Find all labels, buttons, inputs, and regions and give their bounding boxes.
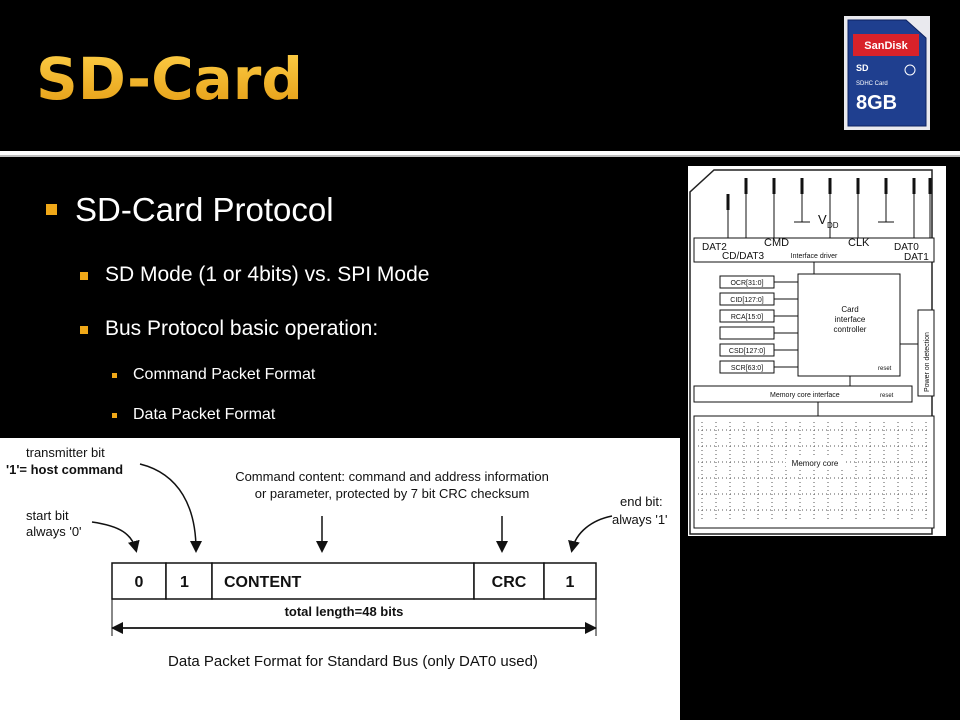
bullet-marker <box>80 326 88 334</box>
interface-driver-label: Interface driver <box>791 253 838 260</box>
packet-caption: Data Packet Format for Standard Bus (onl… <box>168 653 538 670</box>
transmitter-bit-label: transmitter bit <box>26 445 105 460</box>
end-bit-label: end bit: <box>620 494 663 509</box>
controller-line-3: controller <box>834 325 867 334</box>
start-bit-label: start bit <box>26 508 69 523</box>
total-length-label: total length=48 bits <box>285 604 404 619</box>
bullet-text: Data Packet Format <box>133 406 276 423</box>
controller-line-2: interface <box>835 315 866 324</box>
bullet-marker <box>112 373 117 378</box>
pin-dat1: DAT1 <box>904 252 929 263</box>
vdd-label: V <box>818 212 827 227</box>
pin-cmd: CMD <box>764 237 789 249</box>
sd-pin-diagram: V DD DAT2 CMD CLK DAT0 CD/DAT3 DAT1 Inte… <box>688 166 946 536</box>
memory-core-interface: Memory core interface <box>770 392 840 399</box>
controller-line-1: Card <box>841 305 858 314</box>
memory-reset: reset <box>880 393 894 399</box>
bullet-marker <box>112 413 117 418</box>
vdd-sub: DD <box>827 221 839 230</box>
field-content: CONTENT <box>224 574 302 591</box>
start-bit-note: always '0' <box>26 524 82 539</box>
pin-dat0: DAT0 <box>894 242 919 253</box>
sd-type: SDHC Card <box>856 81 888 87</box>
reg-cid: CID[127:0] <box>730 297 764 304</box>
pin-clk: CLK <box>848 237 870 249</box>
controller-reset: reset <box>878 366 892 372</box>
field-start: 0 <box>135 574 144 591</box>
field-crc: CRC <box>492 574 527 591</box>
title-bar: SD-Card SanDisk SD SDHC Card 8GB <box>0 0 960 151</box>
field-end: 1 <box>566 574 575 591</box>
field-transmitter: 1 <box>180 574 189 591</box>
reg-ocr: OCR[31:0] <box>730 280 763 287</box>
reg-csd: CSD[127:0] <box>729 348 765 355</box>
pin-cd-dat3: CD/DAT3 <box>722 251 764 262</box>
power-on-detection: Power on detection <box>924 332 931 392</box>
bullet-text: Command Packet Format <box>133 366 316 383</box>
bullet-marker <box>80 272 88 280</box>
end-bit-note: always '1' <box>612 512 668 527</box>
bullet-text: SD-Card Protocol <box>75 191 334 228</box>
bullet-text: SD Mode (1 or 4bits) vs. SPI Mode <box>105 263 430 286</box>
transmitter-bit-note: '1'= host command <box>6 462 123 477</box>
memory-core-label: Memory core <box>792 459 839 468</box>
sd-capacity: 8GB <box>856 92 897 114</box>
reg-rca: RCA[15:0] <box>731 314 763 321</box>
slide-title: SD-Card <box>36 45 303 113</box>
sd-brand: SanDisk <box>864 40 908 52</box>
content-note-line-2: or parameter, protected by 7 bit CRC che… <box>255 486 530 501</box>
sd-card-image: SanDisk SD SDHC Card 8GB <box>844 16 930 130</box>
svg-text:SD: SD <box>856 63 869 73</box>
reg-scr: SCR[63:0] <box>731 365 763 372</box>
packet-format-diagram: transmitter bit '1'= host command start … <box>0 438 680 720</box>
bullet-text: Bus Protocol basic operation: <box>105 317 379 340</box>
header-divider <box>0 151 960 157</box>
pin-dat2: DAT2 <box>702 242 727 253</box>
bullet-marker <box>46 204 57 215</box>
content-note-line-1: Command content: command and address inf… <box>235 469 549 484</box>
